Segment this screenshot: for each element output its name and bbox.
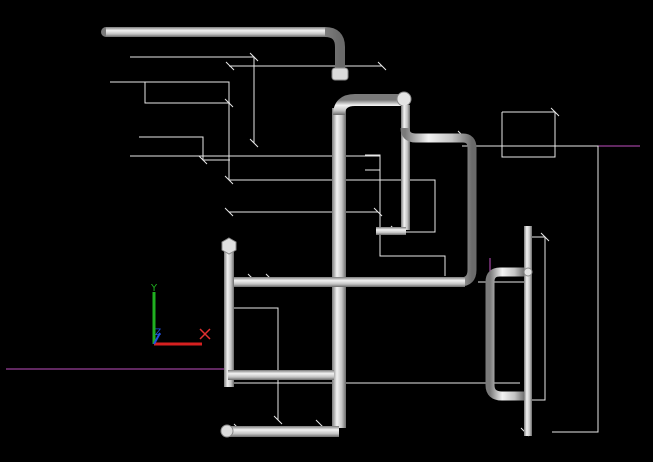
ucs-z-axis [153, 332, 161, 345]
pipe-top-horizontal [106, 27, 325, 37]
dim-leader-11 [229, 307, 279, 420]
dim-leader-13 [462, 145, 599, 433]
ucs-z-glyph: Z [155, 328, 161, 338]
ucs-icon[interactable]: Y Z [150, 283, 211, 346]
pipe-main-vertical [332, 108, 346, 428]
dim-leader-3 [110, 81, 230, 180]
dim-box-right [501, 111, 556, 158]
pipe-loop-right [400, 127, 477, 287]
dim-leader-10 [379, 170, 446, 276]
pipe-fitting-right [523, 267, 533, 277]
pipe-lower-horizontal [228, 370, 334, 380]
pipe-network[interactable] [101, 27, 533, 438]
pipe-flange-top [331, 67, 349, 81]
pipe-riser-right [401, 105, 410, 230]
dim-leader-9 [365, 154, 381, 171]
pipe-cap-bottom [220, 424, 234, 438]
pipe-mid-header [225, 277, 465, 287]
pipe-fitting-top [396, 91, 412, 107]
dim-leader-2 [111, 81, 230, 104]
dimension-lines [110, 52, 599, 437]
pipe-cap-left [221, 237, 237, 255]
dim-leader-4 [139, 136, 230, 161]
pipe-far-right-vertical [524, 226, 532, 436]
dim-leader-14 [525, 236, 546, 401]
pipe-left-vertical [224, 247, 234, 387]
pipe-top-elbow [101, 27, 345, 75]
dim-leader-1 [130, 56, 255, 143]
pipe-stub [376, 227, 406, 235]
pipe-bottom-horizontal [226, 426, 339, 437]
ucs-y-glyph: Y [150, 283, 158, 294]
pipe-upper-elbow [333, 94, 403, 116]
pipe-loop-far-right [485, 267, 525, 401]
